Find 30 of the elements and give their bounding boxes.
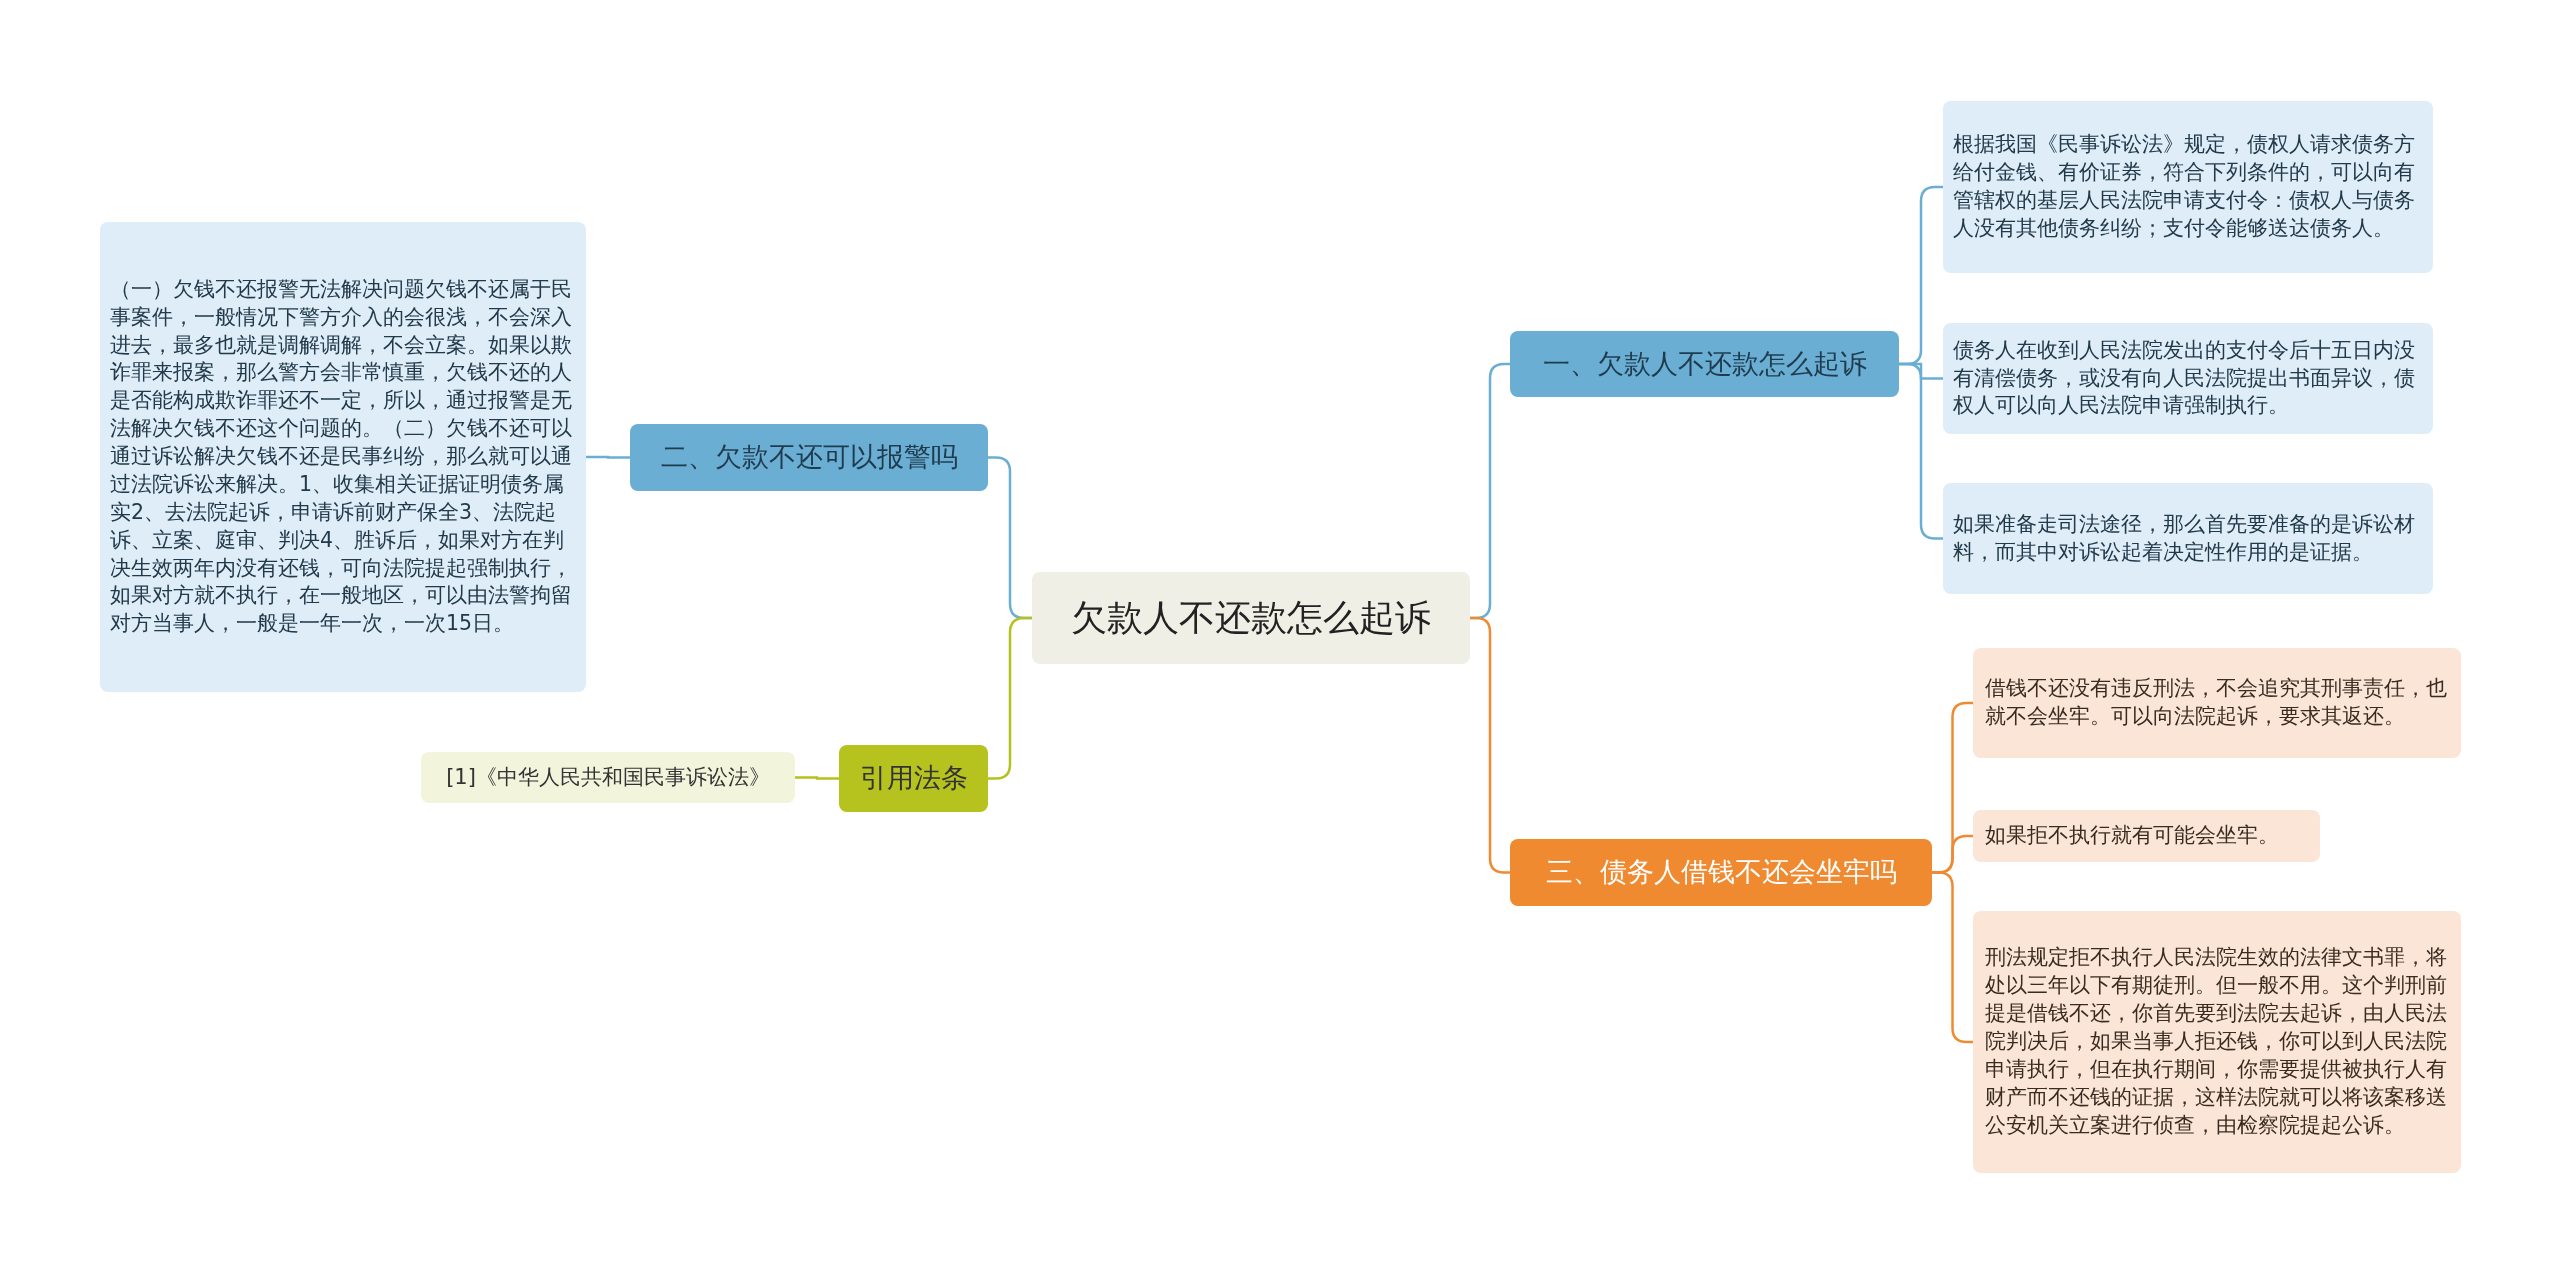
note-card — [1943, 323, 2433, 434]
branch-topic-box — [630, 424, 988, 491]
connector-line — [988, 616, 1032, 780]
branch-topic-text: 二、欠款不还可以报警吗 — [660, 441, 958, 474]
note-text: 刑法规定拒不执行人民法院生效的法律文书罪，将处以三年以下有期徒刑。但一般不用。这个判刑前提是借钱不还，你首先要到法院去起诉，由人民法院判决后，如果当事人拒还钱，你可以到人民法院申请执行，但在执行期间，你需要提供被执行人有财产而不还钱的证据，这样法院就可以将该案移送公安机关立案进行侦查，由检察院提起公诉。 — [1985, 944, 2448, 1139]
branch-topic-text: 一、欠款人不还款怎么起诉 — [1542, 347, 1867, 381]
connector-line — [795, 776, 839, 780]
branch-topic-text: 引用法条 — [859, 762, 968, 795]
note-card — [1943, 101, 2433, 273]
note-text: 如果拒不执行就有可能会坐牢。 — [1985, 822, 2279, 850]
note-card — [421, 752, 795, 803]
note-text: 根据我国《民事诉讼法》规定，债权人请求债务方给付金钱、有价证券，符合下列条件的，可以向有管辖权的基层人民法院申请支付令：债权人与债务人没有其他债务纠纷；支付令能够送达债务人。 — [1953, 131, 2416, 242]
note-text: 如果准备走司法途径，那么首先要准备的是诉讼材料，而其中对诉讼起着决定性作用的是证据。 — [1953, 510, 2416, 566]
note-card — [100, 222, 586, 692]
note-text: [1]《中华人民共和国民事诉讼法》 — [446, 764, 770, 792]
note-card — [1973, 911, 2461, 1173]
note-card — [1943, 483, 2433, 594]
branch-topic-text: 三、债务人借钱不还会坐牢吗 — [1545, 856, 1897, 889]
note-text: 借钱不还没有违反刑法，不会追究其刑事责任，也就不会坐牢。可以向法院起诉，要求其返还。 — [1985, 675, 2448, 730]
note-card — [1973, 648, 2461, 758]
connector-line — [586, 455, 630, 459]
note-text: 债务人在收到人民法院发出的支付令后十五日内没有清偿债务，或没有向人民法院提出书面异议，债权人可以向人民法院申请强制执行。 — [1953, 336, 2416, 420]
branch-topic-box — [1510, 839, 1932, 906]
note-card — [1973, 810, 2320, 862]
note-text: （一）欠钱不还报警无法解决问题欠钱不还属于民事案件，一般情况下警方介入的会很浅，不会深入进去，最多也就是调解调解，不会立案。如果以欺诈罪来报案，那么警方会非常慎重，欠钱不还的人是否能构成欺诈罪还不一定，所以，通过报警是无法解决欠钱不还这个问题的。（二）欠钱不还可以通过诉讼解决欠钱不还是民事纠纷，那么就可以通过法院诉讼来解决。1、收集相关证据证明债务属实2、去法院起诉，申请诉前财产保全3、法院起诉、立案、庭审、判决4、胜诉后，如果对方在判决生效两年内没有还钱，可向法院提起强制执行，如果对方就不执行，在一般地区，可以由法警拘留对方当事人，一般是一年一次，一次15日。 — [110, 275, 573, 638]
branch-topic-box — [1510, 331, 1899, 397]
connector-line — [1899, 362, 1943, 540]
branch-topic-box — [839, 745, 988, 812]
central-topic-box — [1032, 572, 1470, 664]
central-topic-text: 欠款人不还款怎么起诉 — [1071, 596, 1431, 640]
